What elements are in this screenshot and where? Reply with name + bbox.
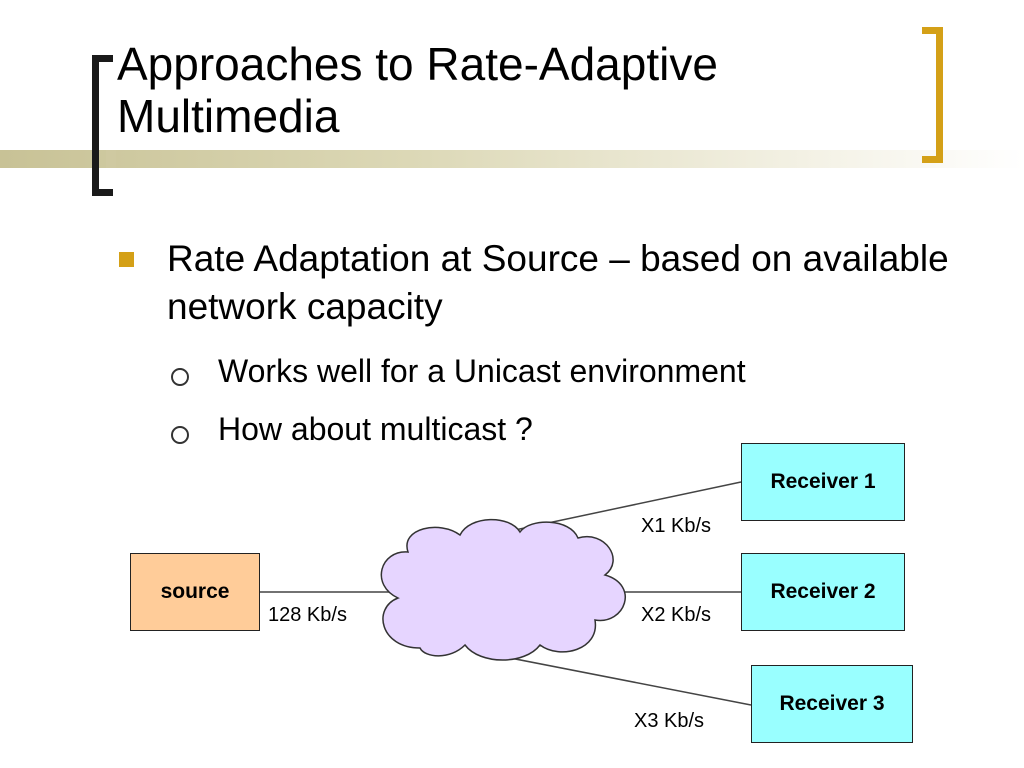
source-node-box: source [130, 553, 260, 631]
receiver-3-link-line [499, 655, 752, 706]
receiver-3-box: Receiver 3 [751, 665, 913, 743]
source-rate-label: 128 Kb/s [268, 604, 347, 626]
title-line-2: Multimedia [117, 90, 340, 142]
sub-bullet-2: How about multicast ? [218, 411, 533, 447]
circle-bullet-icon [171, 368, 189, 386]
sub-bullet-1: Works well for a Unicast environment [218, 353, 746, 389]
slide-title: Approaches to Rate-Adaptive Multimedia [117, 38, 718, 142]
network-cloud-icon [380, 518, 626, 661]
main-bullet-text: Rate Adaptation at Source – based on ava… [167, 238, 949, 327]
right-bracket-decoration [922, 27, 943, 163]
receiver-1-box: Receiver 1 [741, 443, 905, 521]
receiver-2-rate-label: X2 Kb/s [641, 604, 712, 626]
title-underline-band [0, 150, 1024, 168]
title-line-1: Approaches to Rate-Adaptive [117, 38, 718, 90]
square-bullet-icon [119, 252, 134, 267]
left-bracket-decoration [92, 55, 113, 196]
left-bracket-band-overlap [106, 150, 116, 168]
circle-bullet-icon [171, 426, 189, 444]
receiver-1-rate-label: X1 Kb/s [641, 515, 712, 537]
receiver-2-box: Receiver 2 [741, 553, 905, 631]
receiver-3-rate-label: X3 Kb/s [634, 710, 705, 732]
